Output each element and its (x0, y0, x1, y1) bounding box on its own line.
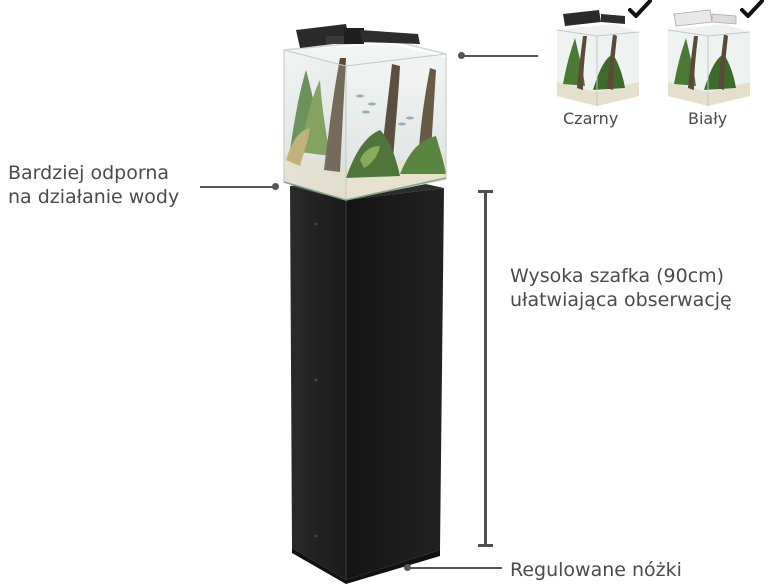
leader-dot-feet (404, 564, 411, 571)
aquarium-lamp (296, 24, 420, 48)
feature-tall-cabinet-line2: ułatwiająca obserwację (510, 289, 732, 311)
height-dimension-bar (484, 190, 487, 546)
feature-water-resistant-line1: Bardziej odporna (8, 162, 170, 184)
feature-water-resistant: Bardziej odporna na działanie wody (8, 161, 179, 209)
leader-line-water-resistant (200, 186, 276, 188)
checkmark-icon (740, 0, 764, 18)
aquarium-tank (283, 39, 447, 201)
leader-dot-tank (458, 52, 465, 59)
color-option-white-label[interactable]: Biały (688, 109, 728, 128)
thumbnail-white[interactable] (664, 6, 756, 106)
checkmark-icon (628, 0, 652, 18)
color-option-black-label[interactable]: Czarny (563, 109, 619, 128)
feature-tall-cabinet: Wysoka szafka (90cm) ułatwiająca obserwa… (510, 264, 732, 312)
height-bar-bottom-cap (478, 544, 493, 547)
cabinet (290, 176, 444, 584)
thumbnail-black[interactable] (553, 6, 645, 106)
feature-tall-cabinet-line1: Wysoka szafka (90cm) (510, 265, 725, 287)
leader-line-color-options (462, 55, 538, 57)
leader-dot-water-resistant (272, 183, 279, 190)
feature-adjustable-feet: Regulowane nóżki (510, 559, 682, 581)
feature-water-resistant-line2: na działanie wody (8, 186, 180, 208)
leader-line-feet (408, 567, 502, 569)
